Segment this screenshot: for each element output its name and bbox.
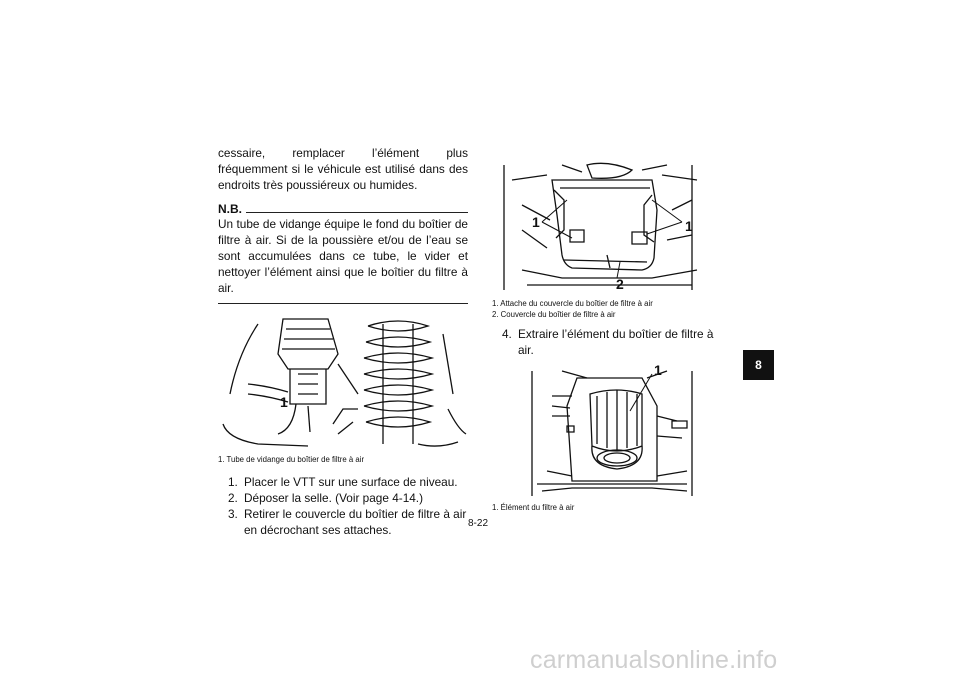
step-text: Extraire l’élément du boîtier de filtre … <box>518 327 714 358</box>
steps-list: 1. Placer le VTT sur une surface de nive… <box>218 474 468 539</box>
step-text: Déposer la selle. (Voir page 4-14.) <box>244 490 424 505</box>
nb-bottom-rule <box>218 302 468 304</box>
nb-header: N.B. <box>218 202 468 216</box>
right-column: 1 1 2 1. Attache du couvercle du boîtier… <box>492 160 728 513</box>
chapter-tab: 8 <box>743 350 774 380</box>
step-text: Placer le VTT sur une surface de niveau. <box>244 474 458 489</box>
page-number: 8-22 <box>468 518 489 529</box>
list-item: 3. Retirer le couvercle du boîtier de fi… <box>218 506 468 538</box>
list-item: 2. Déposer la selle. (Voir page 4-14.) <box>218 490 468 506</box>
figure-airbox-cover: 1 1 2 <box>492 160 728 292</box>
left-column: cessaire, remplacer l’élément plus fréqu… <box>218 145 468 538</box>
step-number: 2. <box>228 490 238 505</box>
step-text: Retirer le couvercle du boîtier de filtr… <box>244 507 467 538</box>
filter-element-illustration <box>531 370 693 497</box>
callout-1-right: 1 <box>685 218 693 234</box>
intro-paragraph: cessaire, remplacer l’élément plus fréqu… <box>218 146 468 193</box>
nb-text: Un tube de vidange équipe le fond du boî… <box>218 216 468 296</box>
watermark: carmanualsonline.info <box>530 646 778 674</box>
step-number: 1. <box>228 474 238 489</box>
figure-caption-clip: 1. Attache du couvercle du boîtier de fi… <box>492 299 653 308</box>
figure-drain-tube: 1 <box>218 314 468 454</box>
steps-list-right: 4. Extraire l’élément du boîtier de filt… <box>492 326 728 358</box>
figure-caption-cover: 2. Couvercle du boîtier de filtre à air <box>492 310 616 319</box>
callout-1: 1 <box>654 362 662 379</box>
figure-filter-element: 1 <box>492 362 728 497</box>
list-item: 4. Extraire l’élément du boîtier de filt… <box>492 326 728 358</box>
nb-rule <box>246 211 468 213</box>
step-number: 3. <box>228 507 238 522</box>
callout-1: 1 <box>280 393 288 410</box>
figure-caption-drain-tube: 1. Tube de vidange du boîtier de filtre … <box>218 454 365 464</box>
figure-caption-filter-element: 1. Élément du filtre à air <box>492 503 575 513</box>
nb-title: N.B. <box>218 201 242 216</box>
list-item: 1. Placer le VTT sur une surface de nive… <box>218 474 468 490</box>
callout-1-left: 1 <box>532 214 540 230</box>
drain-tube-illustration <box>222 317 467 447</box>
callout-2: 2 <box>616 276 624 292</box>
airbox-cover-illustration <box>503 162 698 290</box>
step-number: 4. <box>502 327 512 341</box>
